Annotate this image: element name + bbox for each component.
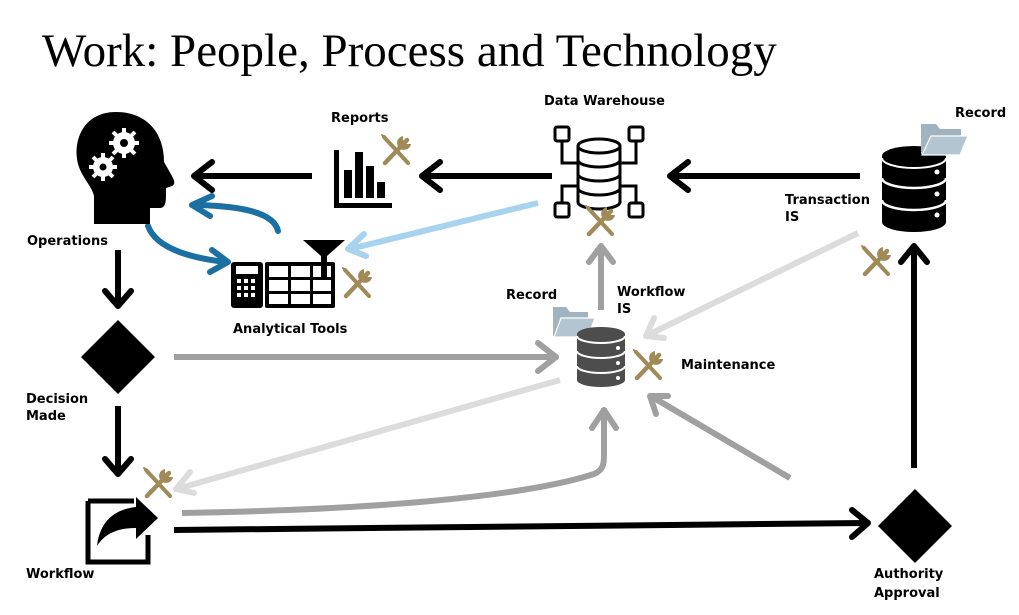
decision-label-line1: Decision (26, 392, 89, 407)
database-network-icon (553, 125, 645, 219)
arrow-analytical-to-operations (189, 193, 281, 234)
arrow-warehouse-to-reports (419, 159, 552, 193)
workflow-is-label-line1: Workflow (617, 285, 686, 300)
authority-label-line1: Authority (874, 567, 944, 582)
reports-tool-icon (382, 135, 411, 163)
workflow-record-label: Record (506, 288, 558, 303)
workflow-tool-icon (144, 468, 173, 496)
arrow-workflow-is-to-workflow (173, 377, 561, 496)
transaction-record-label: Record (955, 106, 1007, 121)
workflow-label: Workflow (26, 567, 95, 582)
calculator-spreadsheet-filter-icon (231, 240, 345, 308)
arrow-authority-to-transaction (898, 243, 930, 468)
decision-diamond-icon (81, 320, 155, 394)
page-title: Work: People, Process and Technology (42, 25, 777, 77)
arrow-transaction-to-workflow-is (643, 230, 860, 341)
transaction-database-icon (880, 146, 948, 232)
decision-label-line2: Made (26, 409, 66, 424)
analytical-tool-icon (343, 268, 372, 296)
arrow-decision-to-workflow-is (174, 340, 559, 374)
transaction-tool-icon (862, 246, 891, 274)
maintenance-label: Maintenance (681, 358, 776, 373)
arrow-operations-to-analytical (145, 223, 231, 275)
reports-label: Reports (331, 111, 389, 126)
transaction-is-label-line2: IS (785, 210, 800, 225)
analytical-tools-label: Analytical Tools (233, 322, 348, 337)
share-arrow-icon (85, 497, 158, 565)
arrow-warehouse-to-analytical (345, 200, 539, 259)
workflow-is-label-line2: IS (617, 302, 632, 317)
bar-chart-icon (334, 150, 392, 208)
data-warehouse-label: Data Warehouse (544, 94, 665, 109)
arrow-transaction-to-warehouse (667, 159, 860, 193)
workflow-database-icon (576, 327, 626, 387)
maintenance-tool-icon (634, 350, 663, 378)
arrow-authority-to-workflow-is (647, 393, 792, 481)
transaction-folder-icon (921, 124, 969, 156)
transaction-is-label-line1: Transaction (785, 193, 870, 208)
arrow-workflow-to-authority (173, 507, 871, 540)
arrow-workflow-is-to-warehouse (586, 243, 616, 310)
operations-label: Operations (27, 234, 108, 249)
arrow-reports-to-operations (191, 159, 312, 193)
arrow-decision-to-workflow (102, 406, 134, 477)
authority-label-line2: Approval (874, 586, 940, 601)
authority-diamond-icon (878, 489, 952, 563)
head-gears-icon (76, 112, 175, 224)
arrow-workflow-to-workflow-is (181, 407, 619, 516)
arrow-operations-to-decision (102, 250, 134, 309)
